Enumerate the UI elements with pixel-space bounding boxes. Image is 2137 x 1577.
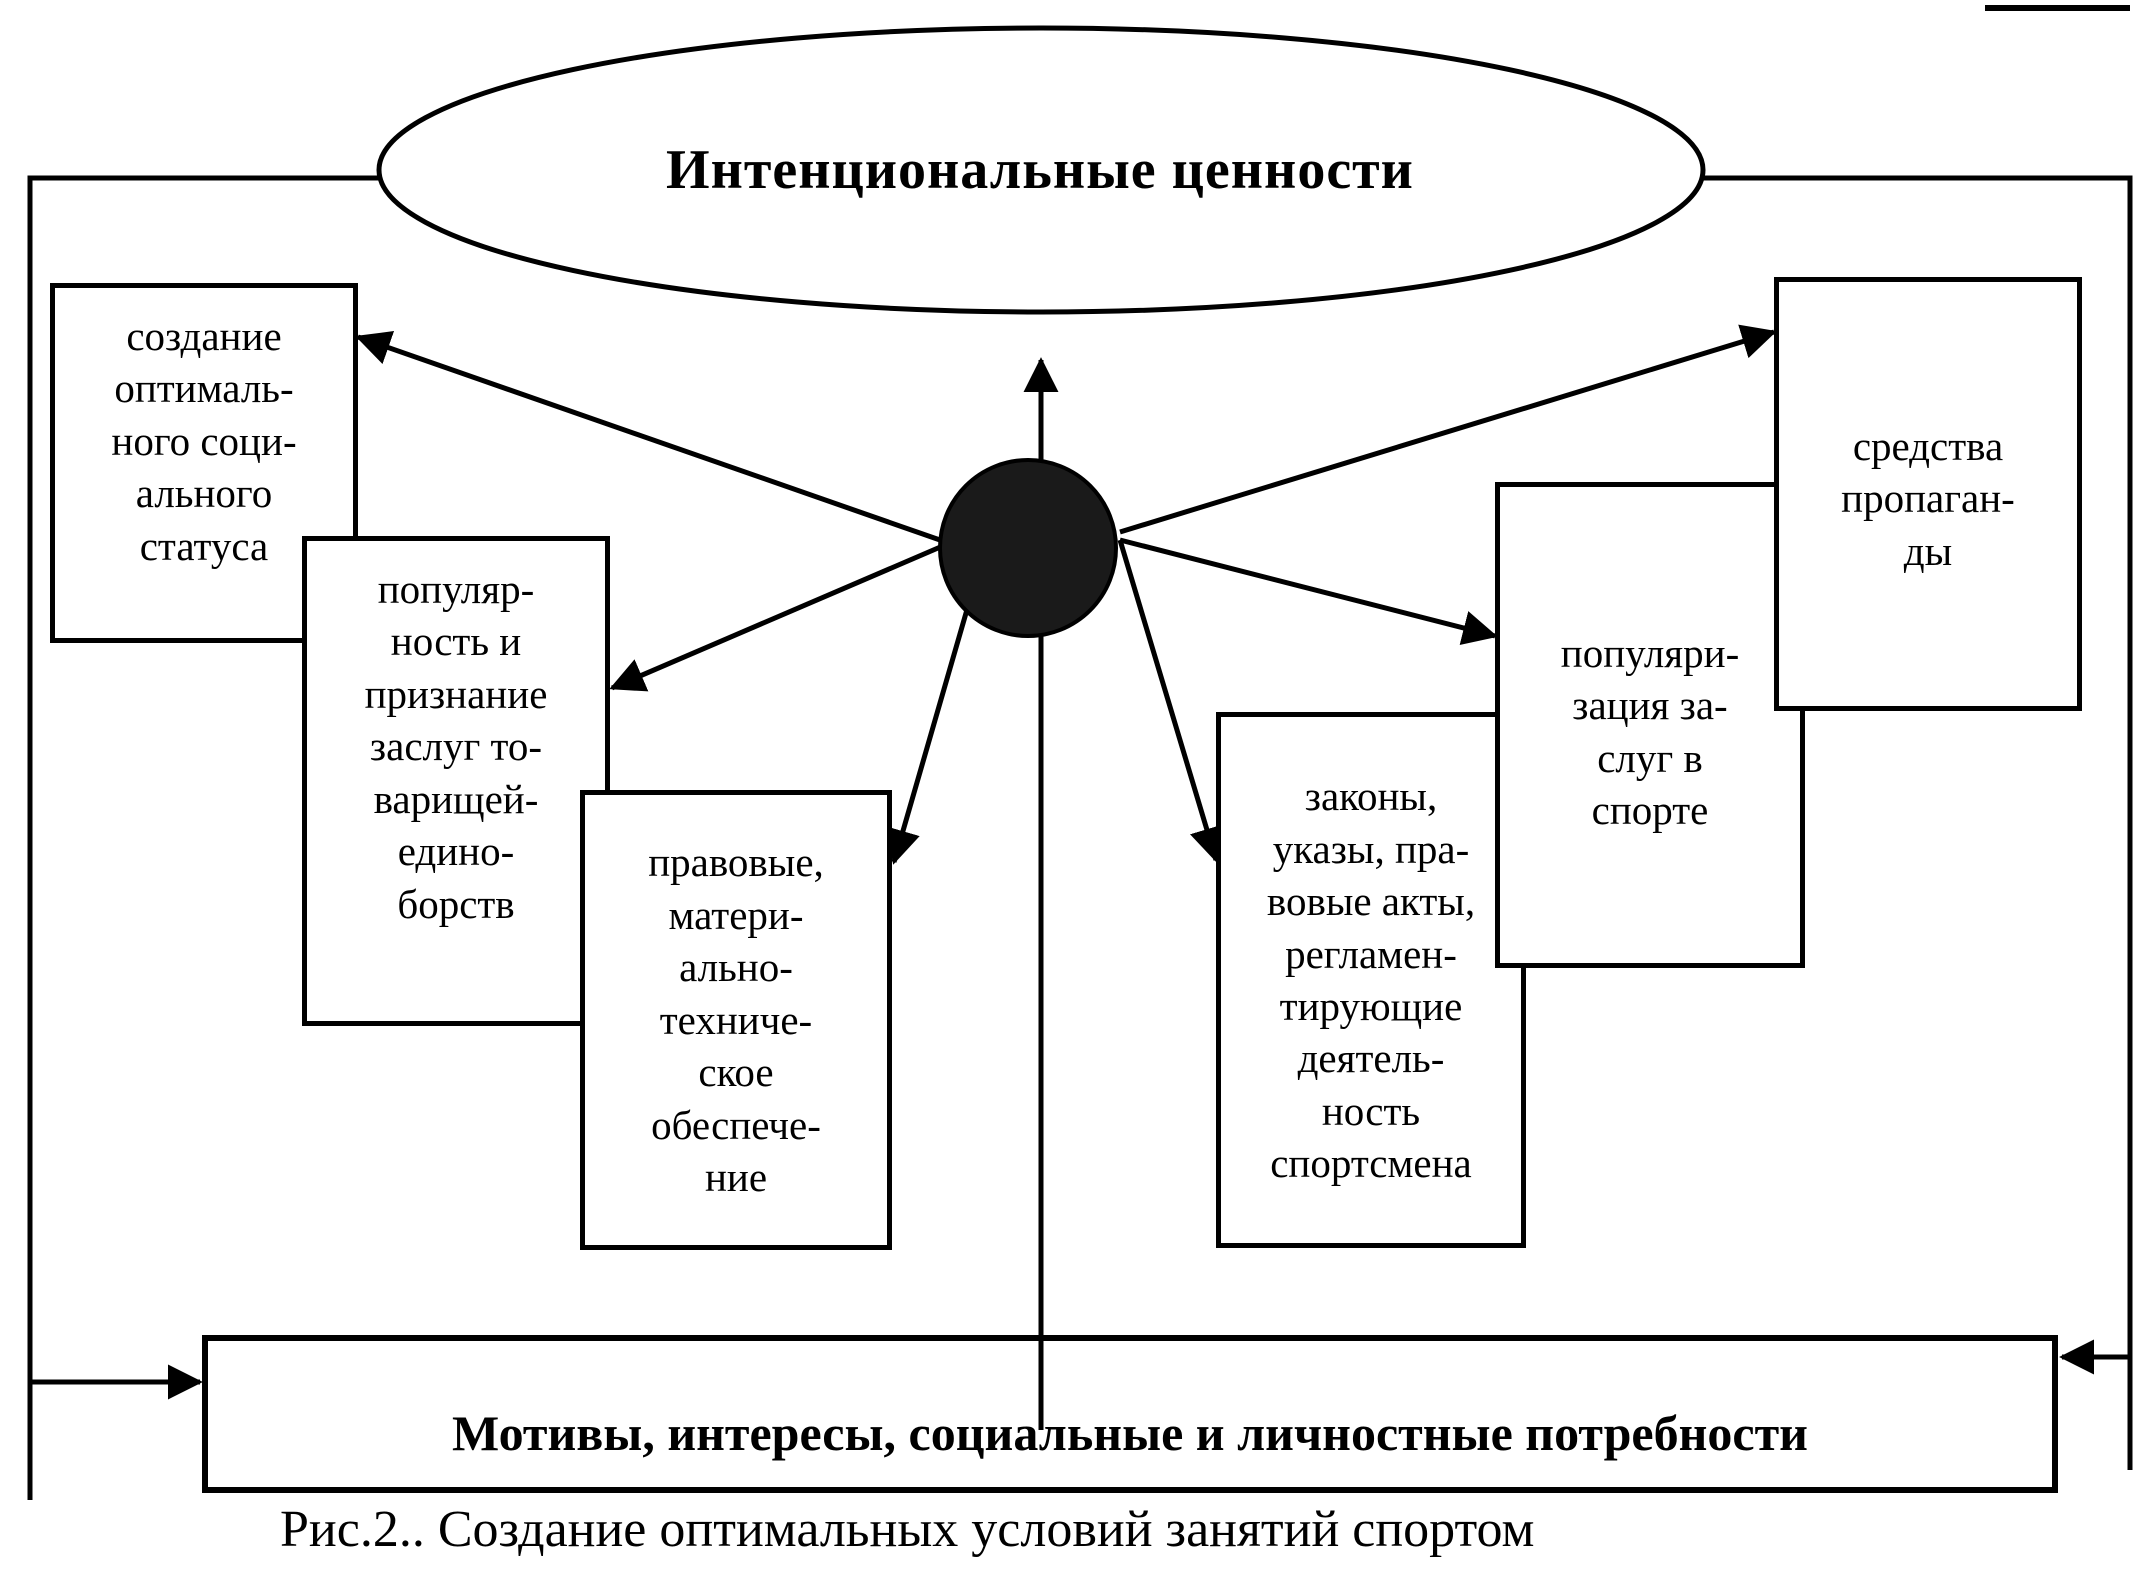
box-propaganda-text: средства пропаган- ды [1841,423,2015,574]
arrow-to-legal-material [886,581,978,865]
box-legal-material-text: правовые, матери- ально- техниче- ское о… [648,839,824,1201]
box-popularity: популяр- ность и признание заслуг то- ва… [302,536,610,1026]
left-frame-line [27,175,380,1500]
box-popularization: популяри- зация за- слуг в спорте [1495,482,1805,968]
central-hub [938,458,1118,638]
intentional-values-ellipse [376,25,1706,315]
intentional-values-label: Интенциональные ценности [666,139,1414,201]
box-popularization-text: популяри- зация за- слуг в спорте [1560,630,1740,834]
needs-box [202,1335,2058,1493]
box-laws-text: законы, указы, пра- вовые акты, регламен… [1266,773,1476,1187]
box-laws: законы, указы, пра- вовые акты, регламен… [1216,712,1526,1248]
arrow-to-laws [1117,539,1224,863]
arrow-to-popularity [609,542,946,692]
needs-label: Мотивы, интересы, социальные и личностны… [452,1405,1808,1461]
right-frame-line [1703,175,2133,1470]
box-propaganda: средства пропаган- ды [1774,277,2082,711]
arrow-to-propaganda [1119,324,1777,535]
arrow-to-social-status [355,331,941,543]
figure-caption: Рис.2.. Создание оптимальных условий зан… [280,1501,1535,1558]
box-popularity-text: популяр- ность и признание заслуг то- ва… [364,566,548,927]
box-legal-material: правовые, матери- ально- техниче- ское о… [580,790,892,1250]
arrow-to-popularization [1119,537,1498,645]
box-social-status-text: создание оптималь- ного соци- ального ст… [111,313,297,569]
